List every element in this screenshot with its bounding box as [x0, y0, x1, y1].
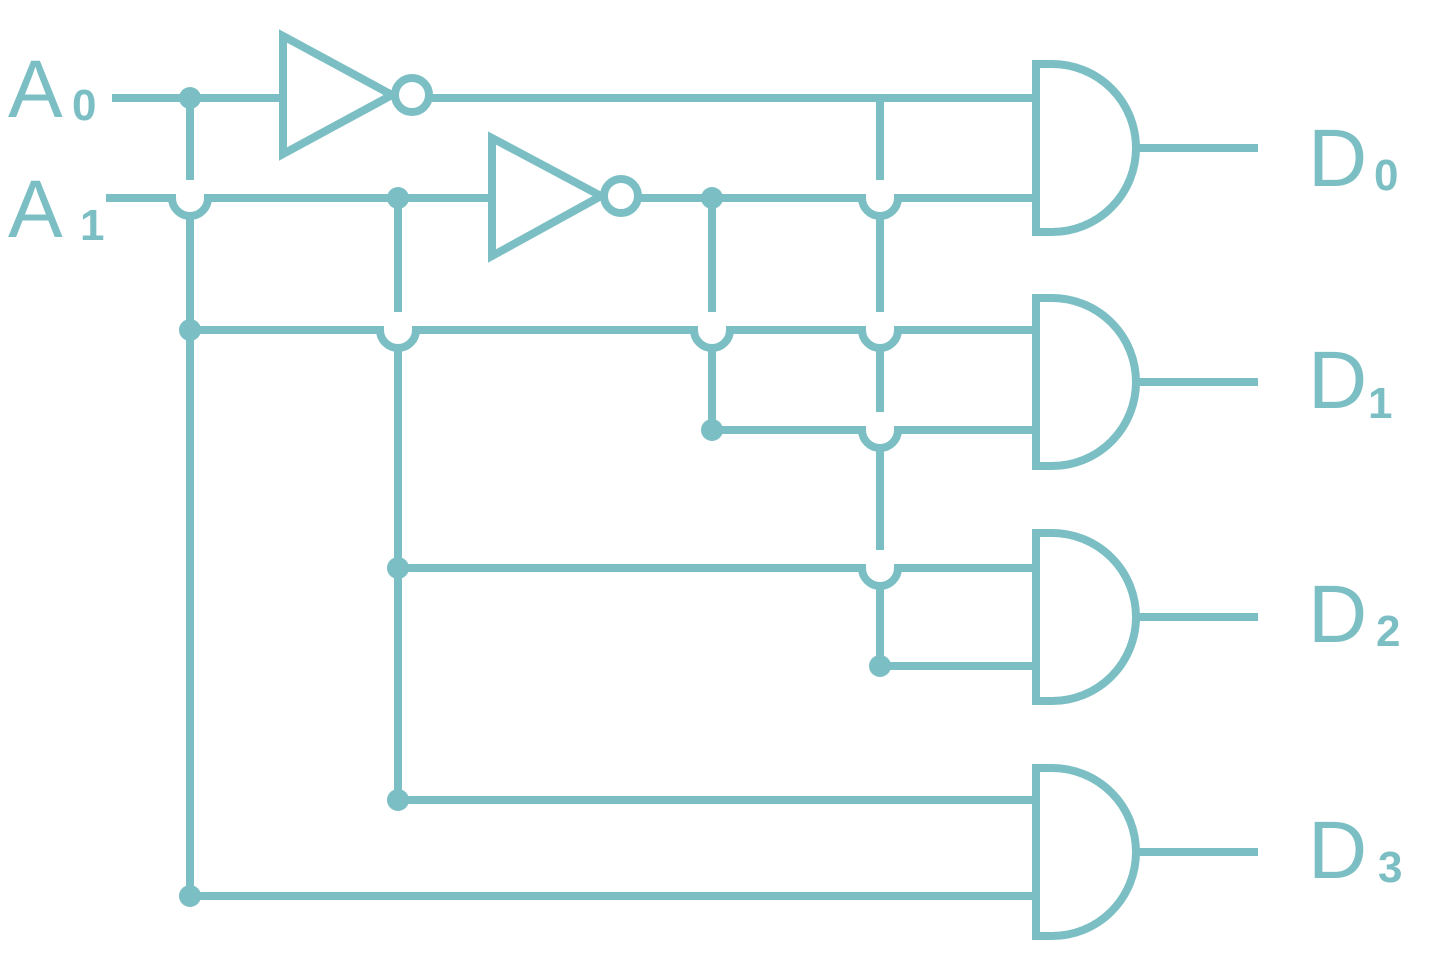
output-sub-d1: 1: [1368, 379, 1392, 428]
and-gate-d0: [1032, 60, 1140, 236]
inversion-bubble: [600, 175, 642, 217]
junction-dot: [387, 187, 409, 209]
junction-dot: [179, 319, 201, 341]
and-gate-d2: [1032, 529, 1140, 705]
junction-dot: [179, 87, 201, 109]
inversion-bubble: [391, 74, 433, 116]
output-sub-d2: 2: [1376, 607, 1400, 656]
output-label-d3: D: [1308, 805, 1367, 896]
not-gate-a0: [279, 29, 433, 161]
output-label-d0: D: [1308, 113, 1367, 204]
output-sub-d3: 3: [1378, 843, 1402, 892]
input-sub-a0: 0: [72, 81, 96, 130]
output-label-d1: D: [1308, 335, 1367, 426]
junction-dot: [701, 187, 723, 209]
junction-dot: [869, 655, 891, 677]
wire-a1-inverted-to-d1: [712, 426, 1036, 452]
not-gate-a1: [488, 131, 642, 263]
junction-dot: [701, 419, 723, 441]
junction-dot: [387, 789, 409, 811]
input-sub-a1: 1: [80, 201, 104, 250]
junction-dots: [179, 87, 891, 907]
wires: [106, 94, 1258, 900]
input-label-a0: A: [8, 44, 63, 135]
input-label-a1: A: [8, 164, 63, 255]
wire-a1-to-d2: [398, 564, 1036, 590]
wire-a0-to-d1: [190, 326, 1036, 352]
junction-dot: [179, 885, 201, 907]
wire-a1-inverted: [640, 194, 1036, 220]
and-gate-d3: [1032, 764, 1140, 940]
junction-dot: [387, 557, 409, 579]
wire-a1-input: [106, 194, 492, 220]
output-sub-d0: 0: [1374, 151, 1398, 200]
output-label-d2: D: [1308, 569, 1367, 660]
and-gate-d1: [1032, 294, 1140, 470]
